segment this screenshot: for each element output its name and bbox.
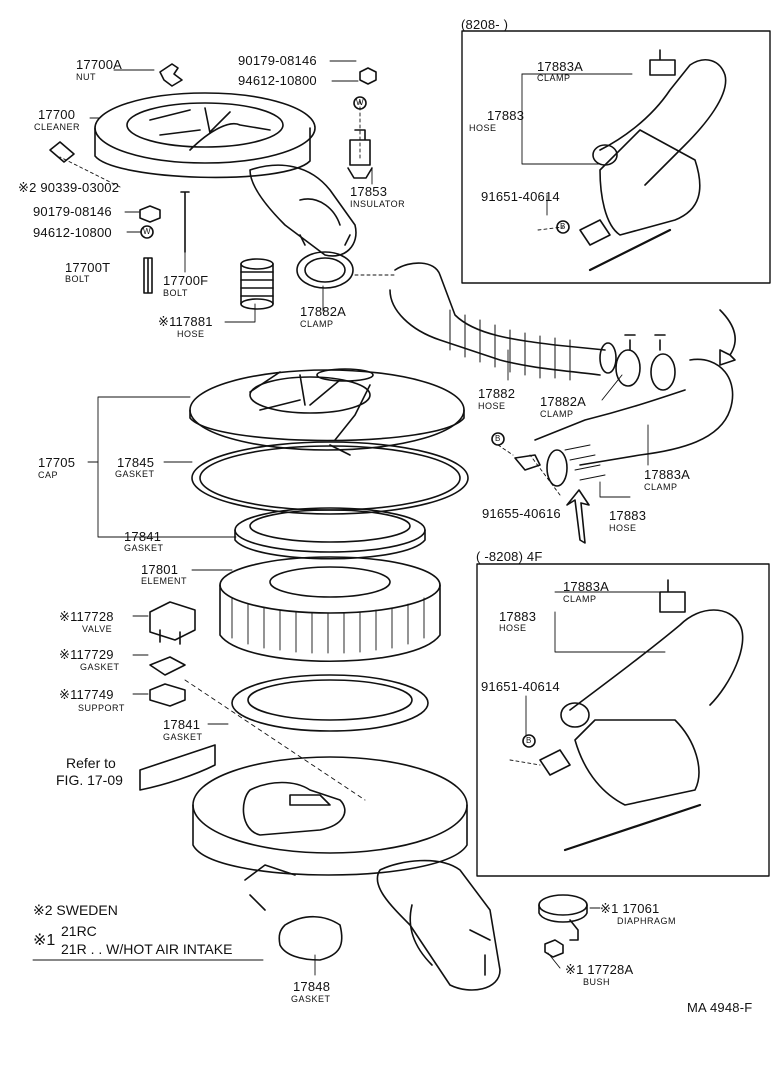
label-17883-box1: 17883 xyxy=(487,108,525,123)
box-8208-onward xyxy=(461,30,771,284)
label-17883-mid: 17883 xyxy=(609,508,647,523)
note-21r-hot-air: 21R . . W/HOT AIR INTAKE xyxy=(61,941,233,957)
leader-lines xyxy=(32,60,666,976)
refer-band xyxy=(139,744,216,791)
label-91655: 91655-40616 xyxy=(482,506,561,521)
diaphragm-group xyxy=(538,894,588,958)
label-17700: 17700 xyxy=(38,107,76,122)
label-90179-mid: 90179-08146 xyxy=(33,204,112,219)
name-gasket-17841-lower: GASKET xyxy=(163,732,203,742)
name-valve: VALVE xyxy=(82,624,113,634)
symbol-b-box2: B xyxy=(526,736,532,745)
name-support: SUPPORT xyxy=(78,703,125,713)
name-bush: BUSH xyxy=(583,977,611,987)
refer-fig-text: FIG. 17-09 xyxy=(56,772,123,788)
name-clamp-box2: CLAMP xyxy=(563,594,597,604)
element xyxy=(219,556,441,662)
label-17061: ※1 17061 xyxy=(600,901,660,916)
label-17729: ※117729 xyxy=(59,647,114,662)
note-sweden: ※2 SWEDEN xyxy=(33,902,118,918)
name-insulator: INSULATOR xyxy=(350,199,406,209)
label-17881: ※117881 xyxy=(158,314,213,329)
symbol-b-mid: B xyxy=(495,434,501,443)
valve-group xyxy=(149,601,196,707)
name-diaphragm: DIAPHRAGM xyxy=(617,916,677,926)
label-91651-box2: 91651-40614 xyxy=(481,679,560,694)
label-94612-mid: 94612-10800 xyxy=(33,225,112,240)
name-gasket-17841-upper: GASKET xyxy=(124,543,164,553)
box-8208-prior xyxy=(476,563,770,877)
label-17848: 17848 xyxy=(293,979,331,994)
cap xyxy=(189,368,465,456)
label-94612-top: 94612-10800 xyxy=(238,73,317,88)
label-17883-box2: 17883 xyxy=(499,609,537,624)
name-clamp-top: CLAMP xyxy=(300,319,334,329)
name-hose-box2: HOSE xyxy=(499,623,527,633)
cleaner-top-assembly xyxy=(49,63,377,310)
label-91651-box1: 91651-40614 xyxy=(481,189,560,204)
gasket-17841-lower xyxy=(231,674,429,732)
label-17883A-box2: 17883A xyxy=(563,579,610,594)
box1-title: (8208- ) xyxy=(461,17,509,32)
symbol-w-top: W xyxy=(356,98,365,107)
label-17882A-mid: 17882A xyxy=(540,394,587,409)
label-17728A: ※1 17728A xyxy=(565,962,634,977)
name-bolt-f: BOLT xyxy=(163,288,188,298)
label-17883A-mid: 17883A xyxy=(644,467,691,482)
label-17749: ※117749 xyxy=(59,687,114,702)
name-hose-17881: HOSE xyxy=(177,329,205,339)
lower-case xyxy=(192,756,501,991)
symbol-w-mid: W xyxy=(143,227,152,236)
name-hose-box1: HOSE xyxy=(469,123,497,133)
label-17853: 17853 xyxy=(350,184,388,199)
name-clamp-17882A-mid: CLAMP xyxy=(540,409,574,419)
label-17728: ※117728 xyxy=(59,609,114,624)
symbol-b-box1: B xyxy=(560,222,566,231)
name-gasket-17848: GASKET xyxy=(291,994,331,1004)
label-90339: ※2 90339-03002 xyxy=(18,180,120,195)
note-symbol-1: ※1 xyxy=(33,932,56,949)
name-gasket-17729: GASKET xyxy=(80,662,120,672)
box2-title: ( -8208) 4F xyxy=(476,549,543,564)
label-17841-lower: 17841 xyxy=(163,717,201,732)
label-17700F: 17700F xyxy=(163,273,209,288)
label-17700T: 17700T xyxy=(65,260,111,275)
name-bolt-t: BOLT xyxy=(65,274,90,284)
note-21rc: 21RC xyxy=(61,923,97,939)
gasket-17848 xyxy=(278,915,343,961)
label-17841-upper: 17841 xyxy=(124,529,162,544)
label-17700A: 17700A xyxy=(76,57,123,72)
label-17705: 17705 xyxy=(38,455,76,470)
name-cap: CAP xyxy=(38,470,59,480)
refer-to-text: Refer to xyxy=(66,755,116,771)
gasket-17845 xyxy=(191,441,469,515)
name-clamp-17883A-mid: CLAMP xyxy=(644,482,678,492)
drawing-code: MA 4948-F xyxy=(687,1000,753,1015)
name-gasket-17845: GASKET xyxy=(115,469,155,479)
label-17883A-box1: 17883A xyxy=(537,59,584,74)
name-hose-17882: HOSE xyxy=(478,401,506,411)
hose-assembly-middle xyxy=(389,262,736,544)
label-17882A-top: 17882A xyxy=(300,304,347,319)
label-17845: 17845 xyxy=(117,455,155,470)
label-90179-top: 90179-08146 xyxy=(238,53,317,68)
label-17882: 17882 xyxy=(478,386,516,401)
name-hose-17883-mid: HOSE xyxy=(609,523,637,533)
gasket-17841-upper xyxy=(234,507,426,560)
name-clamp-box1: CLAMP xyxy=(537,73,571,83)
name-element: ELEMENT xyxy=(141,576,188,586)
label-17801: 17801 xyxy=(141,562,179,577)
name-cleaner: CLEANER xyxy=(34,122,81,132)
name-nut: NUT xyxy=(76,72,96,82)
